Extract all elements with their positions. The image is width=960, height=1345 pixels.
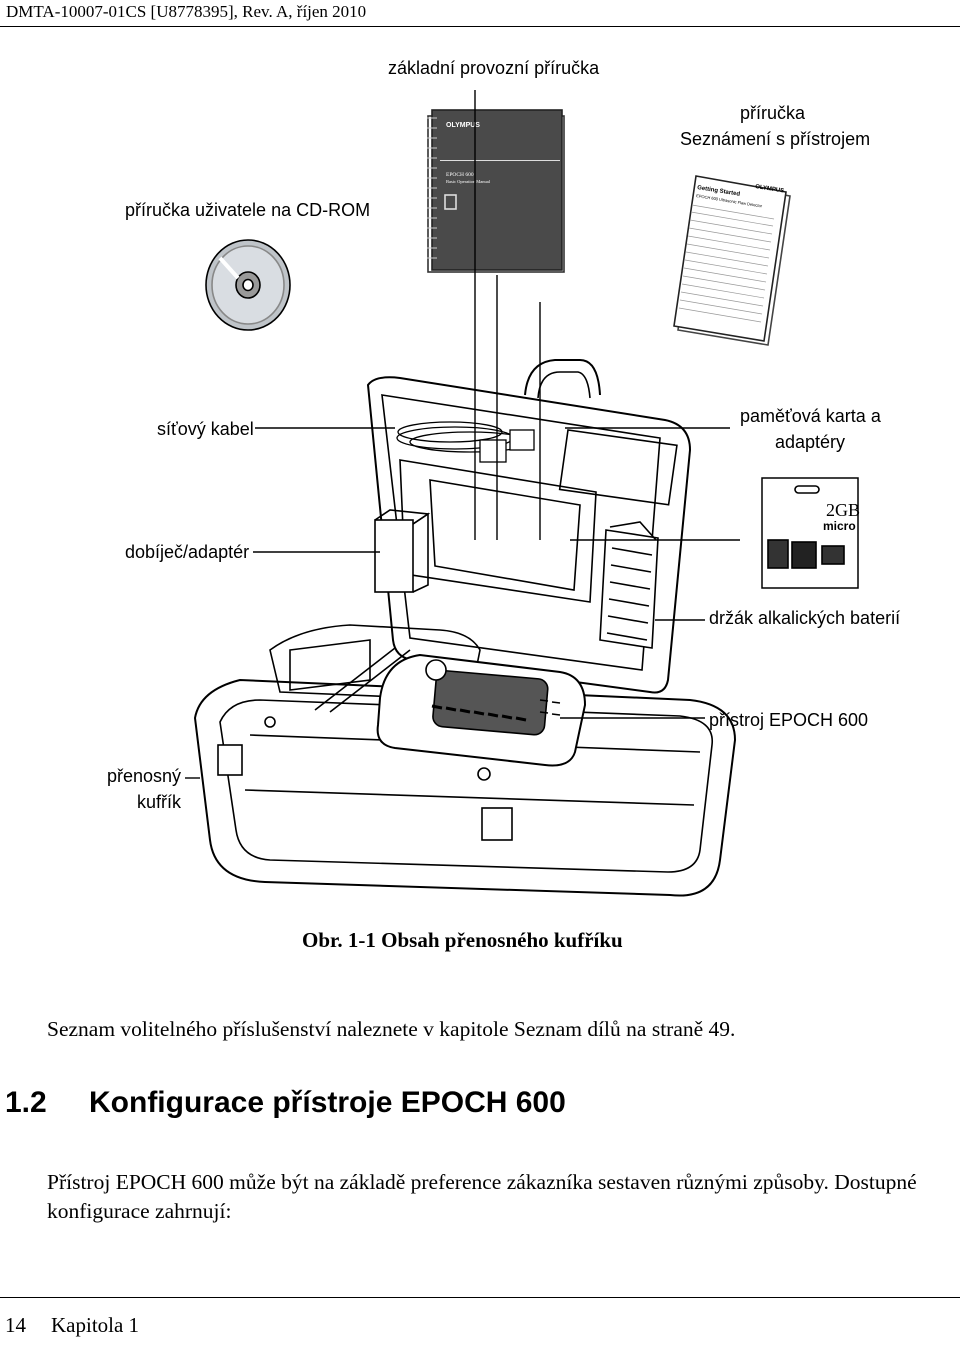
footer-rule [0,1297,960,1298]
label-memory-line1: paměťová karta a [740,406,881,426]
case-contents-figure: OLYMPUS EPOCH 600 Basic Operation Manual… [185,90,860,897]
power-cable-illustration [396,421,535,463]
header-rule [0,26,960,27]
figure-caption: Obr. 1-1 Obsah přenosného kufříku [302,928,623,952]
memory-card-illustration [761,477,859,589]
page-number: 14 [5,1313,26,1337]
book-title: EPOCH 600 [446,172,474,178]
page-footer: 14 Kapitola 1 [5,1313,139,1338]
label-instrument: přístroj EPOCH 600 [709,710,869,730]
instrument-illustration [376,653,587,767]
card-type: micro [823,519,856,533]
book-brand: OLYMPUS [446,122,480,129]
label-case-line2: kufřík [137,792,182,812]
label-case-line1: přenosný [107,766,182,786]
paragraph-accessories: Seznam volitelného příslušenství nalezne… [47,1017,736,1041]
label-charger: dobíječ/adaptér [125,542,250,562]
paragraph-configurations: Přístroj EPOCH 600 může být na základě p… [47,1170,917,1223]
sheet-brand: OLYMPUS [755,184,785,194]
label-memory-line2: adaptéry [775,432,846,452]
battery-holder-illustration [599,521,659,649]
cd-rom-illustration [205,239,291,331]
label-power-cable: síťový kabel [157,419,254,439]
section-title: Konfigurace přístroje EPOCH 600 [89,1086,566,1119]
label-getting-started-line1: příručka [740,103,806,123]
charger-illustration [374,509,431,593]
label-basic-manual: základní provozní příručka [388,58,600,78]
card-capacity: 2GB [826,500,860,520]
basic-manual-illustration [427,109,565,273]
label-cdrom: příručka uživatele na CD-ROM [125,200,371,220]
section-heading: 1.2 Konfigurace přístroje EPOCH 600 [5,1086,566,1120]
section-number: 1.2 [5,1086,47,1119]
running-header: DMTA-10007-01CS [U8778395], Rev. A, říje… [6,2,367,21]
leader-lines [185,90,740,779]
label-getting-started-line2: Seznámení s přístrojem [680,129,871,149]
carrying-case-illustration [193,359,737,897]
book-subtitle: Basic Operation Manual [446,179,491,184]
getting-started-sheet-illustration [673,175,791,346]
chapter-label: Kapitola 1 [51,1313,140,1337]
label-battery-holder: držák alkalických baterií [709,608,901,628]
